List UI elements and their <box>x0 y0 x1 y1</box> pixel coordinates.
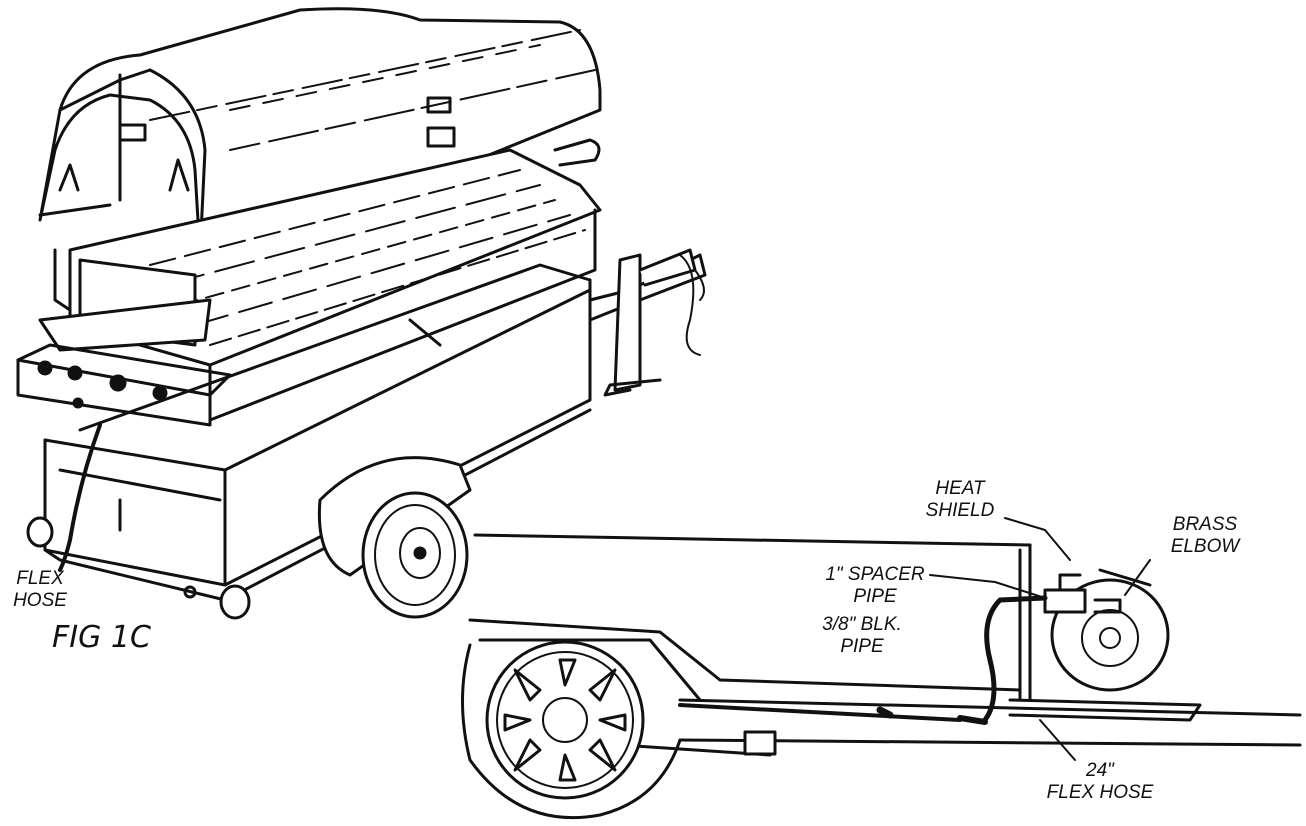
grill-body <box>38 148 602 422</box>
casters <box>26 516 251 620</box>
burner-assembly <box>1043 568 1170 692</box>
label-line: HOSE <box>13 590 67 611</box>
label-line: BRASS <box>1172 514 1238 535</box>
label-line: FLEX HOSE <box>1046 782 1154 803</box>
trailer-frame <box>43 248 707 602</box>
label-heat-shield: HEAT SHIELD <box>910 478 1010 522</box>
label-line: HEAT <box>935 478 985 499</box>
label-line: ELBOW <box>1170 536 1240 557</box>
control-panel <box>16 343 232 427</box>
label-line: 24" <box>1086 760 1114 781</box>
label-brass-elbow: BRASS ELBOW <box>1155 514 1255 558</box>
label-line: FLEX <box>16 568 64 589</box>
label-spacer-pipe: 1" SPACER PIPE <box>810 564 940 608</box>
label-line: 3/8" BLK. <box>822 614 902 635</box>
grill-lid <box>38 7 602 266</box>
label-flex-hose-24: 24" FLEX HOSE <box>1035 760 1165 804</box>
label-flex-hose-left: FLEX HOSE <box>0 568 80 612</box>
leader-lines <box>929 517 1151 761</box>
label-blk-pipe: 3/8" BLK. PIPE <box>802 614 922 658</box>
flex-hose-left <box>58 423 102 572</box>
label-line: PIPE <box>840 636 884 657</box>
label-line: 1" SPACER <box>825 564 925 585</box>
trailer-wheel <box>317 456 472 619</box>
pipes-and-hoses <box>678 595 1048 725</box>
label-line: PIPE <box>853 586 897 607</box>
detail-wheel <box>461 640 682 820</box>
label-line: SHIELD <box>925 500 995 521</box>
figure-caption: FIG 1C <box>52 620 151 655</box>
